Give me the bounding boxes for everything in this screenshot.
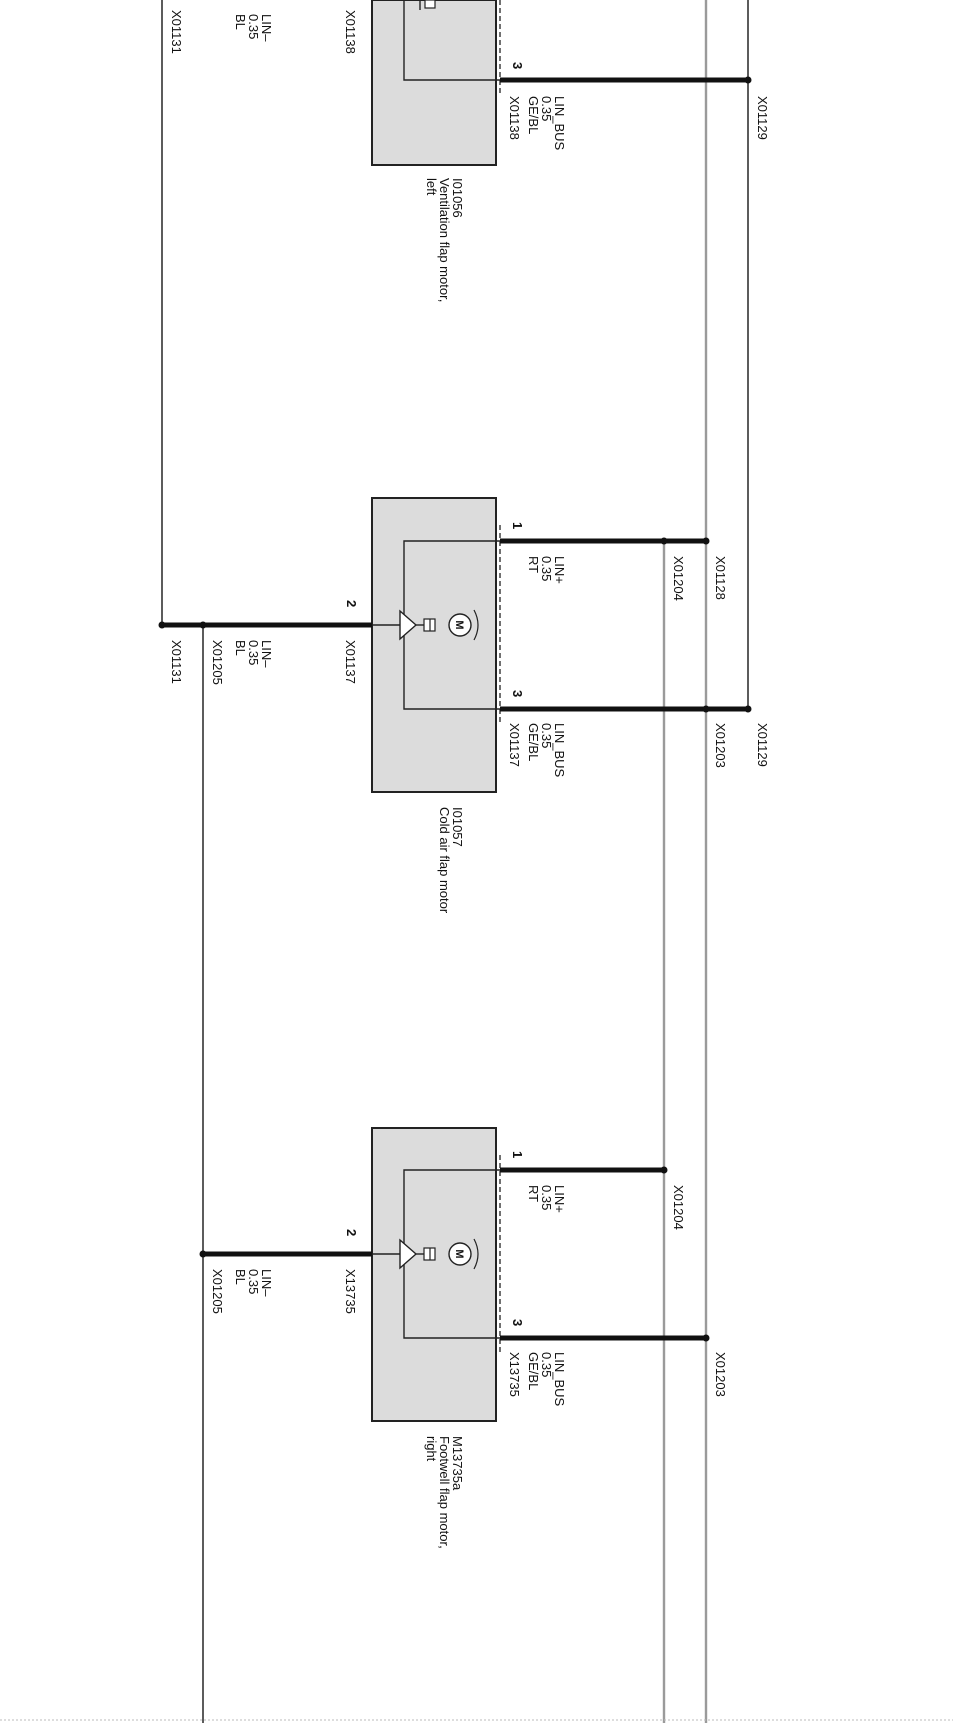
pin-2-label: 2 [344, 600, 359, 607]
pin-3-label: 3 [510, 1319, 525, 1326]
connector-label-x01203: X01203 [713, 723, 728, 768]
splice-dot [702, 1334, 710, 1342]
motor-drive-triangle [399, 1238, 418, 1270]
connector-label-x01137-pin2: X01137 [343, 640, 358, 684]
splice-dot [660, 1166, 668, 1174]
splice-dot [744, 705, 752, 713]
pin-2-label: 2 [344, 1229, 359, 1236]
motor-icon-letter: M [453, 620, 465, 629]
connector-label-x01129: X01129 [755, 723, 770, 767]
connector-label-x01137-pin3: X01137 [507, 723, 522, 767]
splice-dot [702, 537, 710, 545]
connector-label-x01205: X01205 [210, 640, 225, 685]
component-ventilation-flap-left: 3 X01138 X01138 LIN– 0.35 BL LIN_BUS 0.3… [233, 0, 752, 306]
splice-dot [660, 537, 668, 545]
connector-label-x01203-right: X01203 [713, 1352, 728, 1397]
connector-label-x13735-pin2: X13735 [343, 1269, 358, 1314]
connector-label-x01204-right: X01204 [671, 1185, 686, 1230]
component-box [371, 0, 497, 166]
motor-driver-icon [424, 0, 436, 9]
wire-label-lin-minus-top: LIN– 0.35 BL [233, 14, 274, 45]
motor-drive-triangle [399, 609, 418, 641]
splice-dot [199, 1250, 207, 1258]
motor-icon-letter: M [453, 1249, 465, 1258]
bus-connector-labels: X01131 X01131 X01205 X01205 X01129 X0112… [169, 10, 770, 1397]
pin-1-label: 1 [510, 1151, 525, 1158]
component-footwell-flap-right: M 1 3 2 X13735 X13735 LIN+ 0.35 RT LIN_B… [199, 1127, 710, 1552]
wire-label-lin-plus: LIN+ 0.35 RT [526, 556, 567, 587]
motor-rotation-arrow [473, 1238, 479, 1270]
wire-label-lin-bus: LIN_BUS 0.35 GE/BL [526, 723, 567, 781]
motor-icon [448, 1242, 472, 1266]
wire-label-lin-bus: LIN_BUS 0.35 GE/BL [526, 96, 567, 154]
wire-label-lin-plus: LIN+ 0.35 RT [526, 1185, 567, 1216]
motor-rotation-arrow [473, 609, 479, 641]
component-box [371, 497, 497, 793]
splice-dot [702, 705, 710, 713]
internal-wiring [403, 0, 500, 81]
connector-label-x01204: X01204 [671, 556, 686, 601]
pin-3-label: 3 [510, 690, 525, 697]
splice-dot [744, 76, 752, 84]
motor-icon [448, 613, 472, 637]
connector-label-x01138-pin3: X01138 [507, 96, 522, 140]
wire-label-lin-minus: LIN– 0.35 BL [233, 640, 274, 671]
splice-dot [158, 621, 166, 629]
connector-label-x13735-pin3: X13735 [507, 1352, 522, 1397]
connector-label-x01205-right: X01205 [210, 1269, 225, 1314]
component-box [371, 1127, 497, 1422]
connector-label-x01128: X01128 [713, 556, 728, 600]
component-label: I01057 Cold air flap motor [437, 807, 465, 914]
wire-label-lin-bus: LIN_BUS 0.35 GE/BL [526, 1352, 567, 1410]
component-cold-air-flap: M 1 3 2 X01137 X01137 LIN+ 0.35 RT LIN_B… [158, 497, 752, 914]
splice-dot [199, 621, 207, 629]
component-label: M13735a Footwell flap motor, right [424, 1436, 465, 1552]
pin-3-label: 3 [510, 62, 525, 69]
connector-label-x01131-top: X01131 [169, 10, 184, 54]
connector-label-x01138-top: X01138 [343, 10, 358, 54]
connector-label-x01129-top: X01129 [755, 96, 770, 140]
component-label: I01056 Ventilation flap motor, left [424, 178, 465, 306]
pin-1-label: 1 [510, 522, 525, 529]
bus-lines [161, 0, 749, 1723]
connector-label-x01131: X01131 [169, 640, 184, 684]
wire-label-lin-minus: LIN– 0.35 BL [233, 1269, 274, 1300]
